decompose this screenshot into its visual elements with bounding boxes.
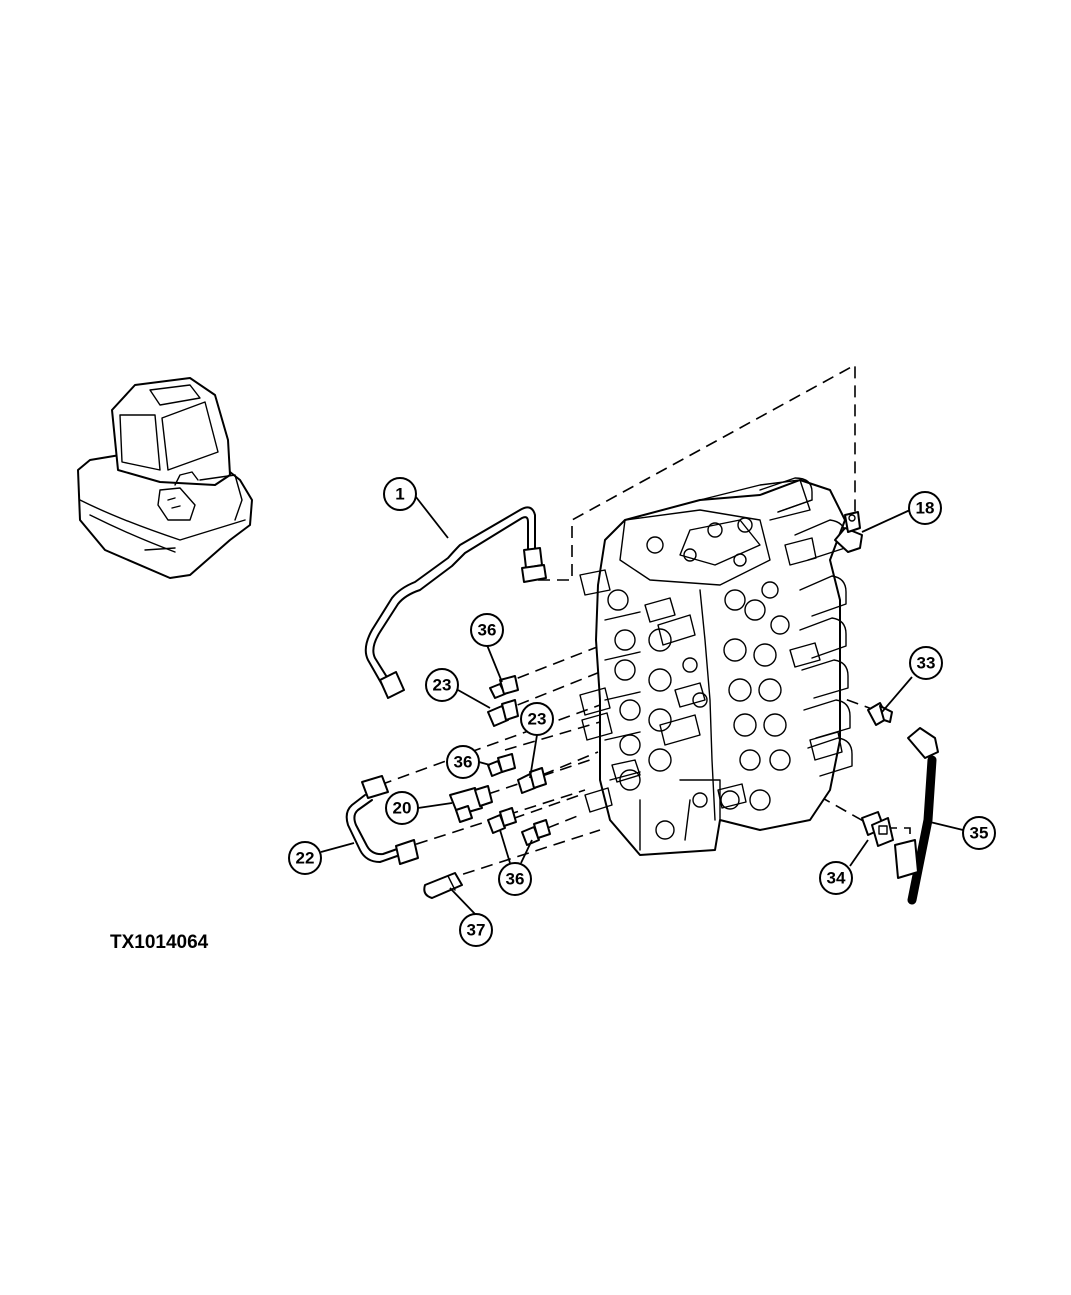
tube-part-22 — [345, 775, 419, 865]
hose-part-35 — [894, 727, 939, 905]
fitting-part-33 — [867, 702, 893, 726]
fitting-part-36b — [487, 753, 516, 777]
figure-id: TX1014064 — [110, 932, 209, 953]
callout-20-label: 20 — [393, 799, 412, 818]
fitting-part-23b — [517, 767, 547, 794]
callout-1-label: 1 — [395, 485, 404, 504]
fitting-part-23a — [487, 699, 519, 727]
callout-37: 37 — [459, 913, 493, 947]
callout-20: 20 — [385, 791, 419, 825]
fitting-part-34 — [861, 811, 894, 847]
fitting-part-36c — [487, 807, 551, 846]
callout-36a-label: 36 — [478, 621, 497, 640]
callout-leaders — [320, 496, 964, 915]
plug-part-37 — [423, 872, 463, 899]
callout-23a-label: 23 — [433, 676, 452, 695]
callout-18: 18 — [908, 491, 942, 525]
control-valve-block — [579, 477, 853, 856]
callout-23a: 23 — [425, 668, 459, 702]
callout-22-label: 22 — [296, 849, 315, 868]
callout-36b-label: 36 — [454, 753, 473, 772]
callout-35: 35 — [962, 816, 996, 850]
callout-1: 1 — [383, 477, 417, 511]
callout-36b: 36 — [446, 745, 480, 779]
callout-18-label: 18 — [916, 499, 935, 518]
callout-23b-label: 23 — [528, 710, 547, 729]
callout-33-label: 33 — [917, 654, 936, 673]
callout-34: 34 — [819, 861, 853, 895]
callout-22: 22 — [288, 841, 322, 875]
callout-36c-label: 36 — [506, 870, 525, 889]
callout-33: 33 — [909, 646, 943, 680]
elbow-part-18 — [834, 511, 863, 553]
tee-part-20 — [449, 785, 493, 823]
callout-36a: 36 — [470, 613, 504, 647]
callout-36c: 36 — [498, 862, 532, 896]
callout-23b: 23 — [520, 702, 554, 736]
callout-37-label: 37 — [467, 921, 486, 940]
excavator-locator-icon — [77, 377, 253, 579]
pipe-part-1 — [364, 506, 547, 699]
callout-35-label: 35 — [970, 824, 989, 843]
fitting-part-36a — [489, 675, 519, 699]
callout-34-label: 34 — [827, 869, 846, 888]
